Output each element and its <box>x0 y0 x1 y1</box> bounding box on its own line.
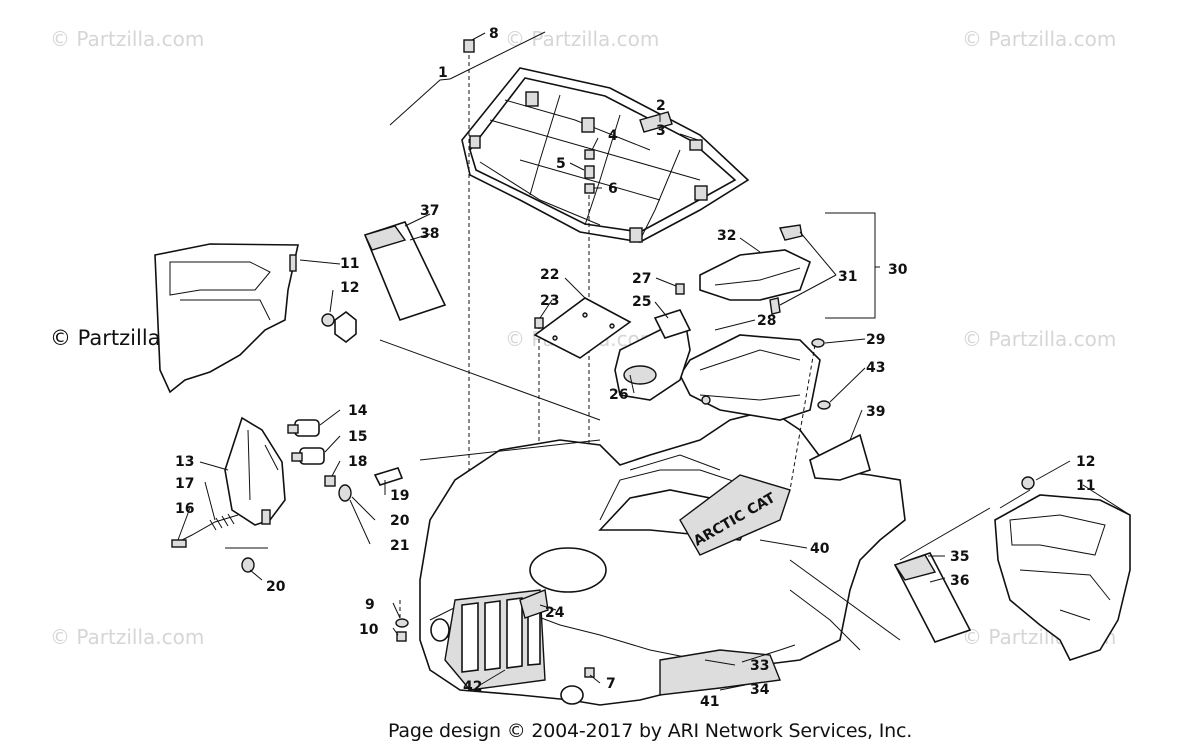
callout-31: 31 <box>838 269 857 285</box>
callout-5: 5 <box>556 156 566 172</box>
callout-7: 7 <box>606 676 616 692</box>
callout-8: 8 <box>489 26 499 42</box>
grommet-12-left[interactable] <box>321 310 357 344</box>
decal-2[interactable] <box>639 111 673 133</box>
watermark-mid-right: © Partzilla.com <box>962 327 1117 351</box>
callout-20-upper: 20 <box>390 513 410 529</box>
callout-10: 10 <box>359 622 379 638</box>
grommet-3[interactable] <box>689 139 703 151</box>
callout-9: 9 <box>365 597 375 613</box>
screw-23[interactable] <box>534 317 544 329</box>
callout-14: 14 <box>348 403 368 419</box>
callout-32: 32 <box>717 228 736 244</box>
callout-3: 3 <box>656 123 666 139</box>
callout-21: 21 <box>390 538 409 554</box>
washer-20-lower[interactable] <box>241 557 255 573</box>
callout-2: 2 <box>656 98 666 114</box>
callout-11-left: 11 <box>340 256 359 272</box>
bulb-15[interactable] <box>291 447 325 465</box>
bracket-25[interactable] <box>653 309 692 339</box>
bulb-socket-14[interactable] <box>287 419 320 437</box>
callout-35: 35 <box>950 549 969 565</box>
footer-copyright: Page design © 2004-2017 by ARI Network S… <box>388 720 913 742</box>
washer-6[interactable] <box>584 183 595 194</box>
headlight-assembly[interactable] <box>224 416 286 526</box>
callout-39: 39 <box>866 404 885 420</box>
decal-37[interactable] <box>364 225 407 251</box>
callout-28: 28 <box>757 313 776 329</box>
callout-26: 26 <box>609 387 628 403</box>
callout-24: 24 <box>545 605 565 621</box>
callout-27: 27 <box>632 271 651 287</box>
seat-cover-32[interactable] <box>699 224 811 315</box>
left-side-panel[interactable] <box>154 243 299 394</box>
storage-tray-28[interactable] <box>679 334 821 421</box>
screw-7[interactable] <box>584 667 595 678</box>
callout-33: 33 <box>750 658 769 674</box>
callout-40: 40 <box>810 541 830 557</box>
callout-25: 25 <box>632 294 651 310</box>
screw-8[interactable] <box>463 39 475 53</box>
callout-43: 43 <box>866 360 885 376</box>
callout-22: 22 <box>540 267 559 283</box>
callout-4: 4 <box>608 128 618 144</box>
callout-20-lower: 20 <box>266 579 286 595</box>
grommet-12-right[interactable] <box>1021 476 1035 490</box>
nut-18[interactable] <box>324 475 336 487</box>
watermark-top-right: © Partzilla.com <box>962 27 1117 51</box>
callout-42: 42 <box>463 679 482 695</box>
callout-12-right: 12 <box>1076 454 1095 470</box>
callout-11-right: 11 <box>1076 478 1095 494</box>
callout-37: 37 <box>420 203 439 219</box>
bolt-4[interactable] <box>584 149 595 160</box>
screw-16[interactable] <box>171 539 187 548</box>
screw-9[interactable] <box>395 618 409 628</box>
callout-12-left: 12 <box>340 280 359 296</box>
callout-34: 34 <box>750 682 770 698</box>
callout-29: 29 <box>866 332 885 348</box>
nut-10[interactable] <box>396 631 407 642</box>
grommet-24[interactable] <box>519 589 549 619</box>
callout-13: 13 <box>175 454 194 470</box>
callout-41: 41 <box>700 694 719 710</box>
callout-17: 17 <box>175 476 194 492</box>
callout-19: 19 <box>390 488 409 504</box>
screw-27[interactable] <box>675 283 685 295</box>
callout-16: 16 <box>175 501 194 517</box>
washer-20-upper[interactable] <box>338 484 352 502</box>
bolt-19[interactable] <box>373 467 404 486</box>
callout-18: 18 <box>348 454 367 470</box>
callout-1: 1 <box>438 65 448 81</box>
callout-23: 23 <box>540 293 559 309</box>
callout-6: 6 <box>608 181 618 197</box>
callout-15: 15 <box>348 429 367 445</box>
front-rack[interactable] <box>461 67 750 243</box>
watermark-bottom-left: © Partzilla.com <box>50 625 205 649</box>
watermark-top-left: © Partzilla.com <box>50 27 205 51</box>
grommet-29[interactable] <box>811 338 825 348</box>
callout-38: 38 <box>420 226 439 242</box>
right-side-panel[interactable] <box>994 494 1131 661</box>
washer-43[interactable] <box>817 400 831 410</box>
callout-36: 36 <box>950 573 969 589</box>
decal-39[interactable] <box>809 433 871 481</box>
decal-35[interactable] <box>893 554 937 581</box>
callout-30: 30 <box>888 262 908 278</box>
spacer-5[interactable] <box>584 165 595 179</box>
cover-plate-22[interactable] <box>533 297 632 359</box>
